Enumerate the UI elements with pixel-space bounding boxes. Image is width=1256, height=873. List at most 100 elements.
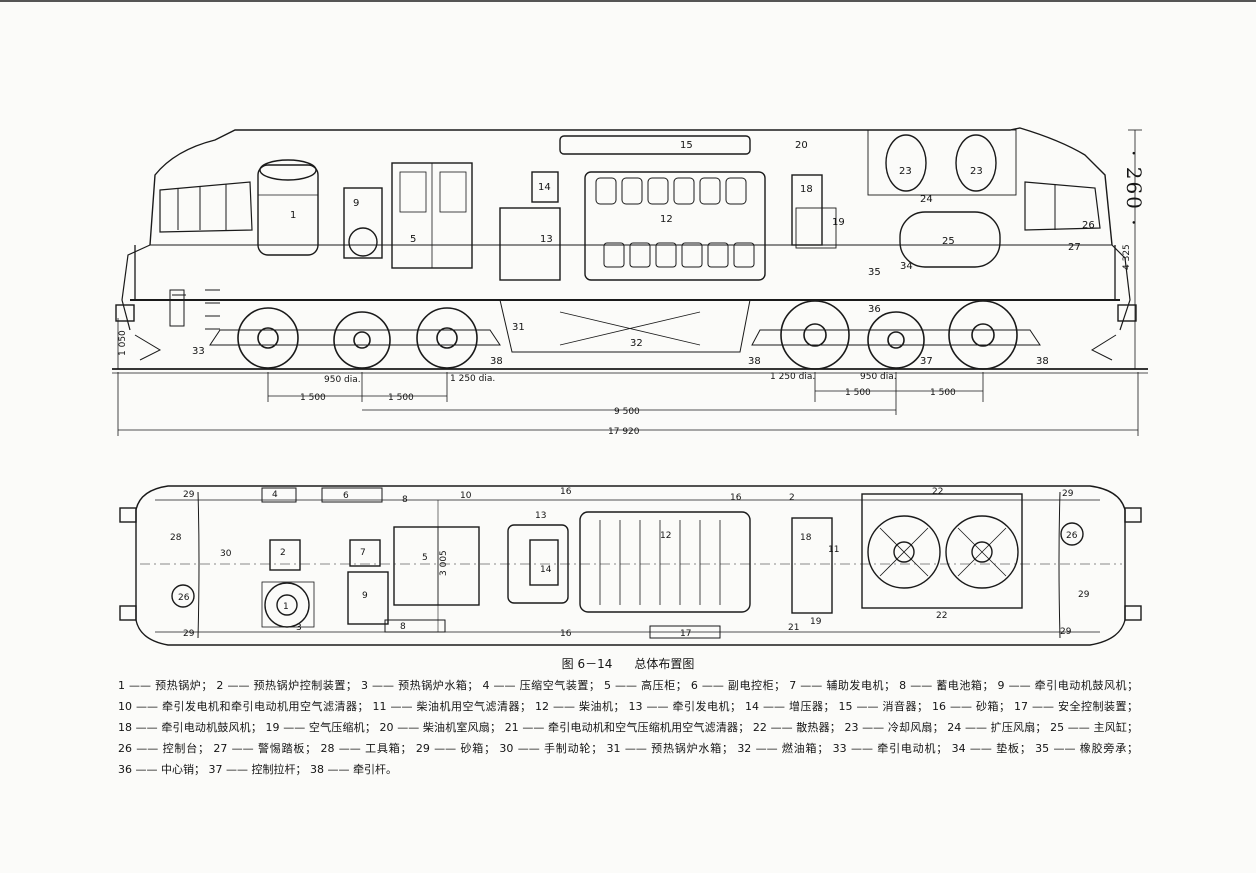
legend-item: 28 —— 工具箱； bbox=[320, 742, 412, 755]
part-callout: 19 bbox=[832, 217, 845, 228]
part-callout: 31 bbox=[512, 322, 525, 333]
part-callout: 16 bbox=[730, 493, 742, 503]
legend-item: 6 —— 副电控柜； bbox=[690, 679, 786, 692]
part-callout: 33 bbox=[192, 346, 205, 357]
locomotive-drawing: 950 dia. 1 250 dia. 1 250 dia. 950 dia. … bbox=[112, 127, 1148, 646]
part-callout: 25 bbox=[942, 236, 955, 247]
part-callout: 29 bbox=[1062, 489, 1074, 499]
legend-item: 35 —— 橡胶旁承； bbox=[1035, 742, 1139, 755]
legend-item: 2 —— 预热锅炉控制装置； bbox=[216, 679, 357, 692]
part-callout: 13 bbox=[535, 511, 546, 521]
part-callout: 5 bbox=[422, 553, 428, 563]
plan-view bbox=[119, 485, 1142, 646]
dimension-label: 1 250 dia. bbox=[770, 372, 815, 382]
dimension-label: 1 250 dia. bbox=[450, 374, 495, 384]
part-callout: 32 bbox=[630, 338, 643, 349]
part-callout: 30 bbox=[220, 549, 232, 559]
dimension-label: 1 500 bbox=[300, 393, 326, 403]
part-callout: 27 bbox=[1068, 242, 1081, 253]
part-callout: 18 bbox=[800, 533, 812, 543]
part-callout: 29 bbox=[183, 629, 195, 639]
part-callout: 26 bbox=[178, 593, 190, 603]
dimension-label: 1 050 bbox=[118, 330, 128, 356]
legend-item: 20 —— 柴油机室风扇； bbox=[379, 721, 501, 734]
part-callout: 38 bbox=[1036, 356, 1049, 367]
part-callout: 38 bbox=[748, 356, 761, 367]
legend-item: 13 —— 牵引发电机； bbox=[628, 700, 742, 713]
legend-item: 36 —— 中心销； bbox=[118, 763, 205, 776]
legend-item: 37 —— 控制拉杆； bbox=[208, 763, 307, 776]
legend-item: 18 —— 牵引电动机鼓风机； bbox=[118, 721, 262, 734]
dimension-label: 950 dia. bbox=[324, 375, 361, 385]
part-callout: 7 bbox=[360, 548, 366, 558]
part-callout: 2 bbox=[280, 548, 286, 558]
legend-item: 12 —— 柴油机； bbox=[535, 700, 625, 713]
part-callout: 9 bbox=[353, 198, 359, 209]
part-callout: 37 bbox=[920, 356, 933, 367]
part-callout: 35 bbox=[868, 267, 881, 278]
legend-item: 27 —— 警惕踏板； bbox=[213, 742, 317, 755]
legend-item: 9 —— 牵引电动机鼓风机； bbox=[997, 679, 1139, 692]
figure-caption: 图 6－14 总体布置图 bbox=[0, 655, 1256, 672]
legend-item: 17 —— 安全控制装置； bbox=[1014, 700, 1138, 713]
part-callout: 12 bbox=[660, 214, 673, 225]
part-callout: 1 bbox=[283, 602, 289, 612]
legend-item: 3 —— 预热锅炉水箱； bbox=[361, 679, 479, 692]
part-callout: 38 bbox=[490, 356, 503, 367]
legend-item: 26 —— 控制台； bbox=[118, 742, 210, 755]
figure-title: 总体布置图 bbox=[634, 657, 695, 671]
part-callout: 6 bbox=[343, 491, 349, 501]
part-callout: 34 bbox=[900, 261, 913, 272]
legend-item: 16 —— 砂箱； bbox=[932, 700, 1010, 713]
legend-item: 23 —— 冷却风扇； bbox=[844, 721, 944, 734]
legend-item: 19 —— 空气压缩机； bbox=[265, 721, 376, 734]
page-top-edge bbox=[0, 0, 1256, 2]
legend-item: 15 —— 消音器； bbox=[838, 700, 929, 713]
dimension-label: 3 005 bbox=[439, 550, 449, 576]
legend-item: 22 —— 散热器； bbox=[752, 721, 841, 734]
part-callout: 26 bbox=[1066, 531, 1078, 541]
part-callout: 14 bbox=[538, 182, 551, 193]
part-callout: 29 bbox=[1078, 590, 1090, 600]
part-callout: 29 bbox=[183, 490, 195, 500]
part-callout: 11 bbox=[828, 545, 839, 555]
plan-view-annotations: 3 005 29 4 6 8 10 16 16 2 22 29 28 30 2 … bbox=[170, 487, 1090, 639]
legend-item: 14 —— 增压器； bbox=[745, 700, 835, 713]
legend-item: 8 —— 蓄电池箱； bbox=[899, 679, 994, 692]
dimension-label: 950 dia. bbox=[860, 372, 897, 382]
part-callout: 12 bbox=[660, 531, 671, 541]
dimension-label: 1 500 bbox=[388, 393, 414, 403]
legend-item: 32 —— 燃油箱； bbox=[737, 742, 829, 755]
part-callout: 36 bbox=[868, 304, 881, 315]
part-callout: 9 bbox=[362, 591, 368, 601]
part-callout: 8 bbox=[402, 495, 408, 505]
dimension-label: 9 500 bbox=[614, 407, 640, 417]
part-callout: 21 bbox=[788, 623, 799, 633]
part-callout: 2 bbox=[789, 493, 795, 503]
legend-item: 29 —— 砂箱； bbox=[415, 742, 496, 755]
dimension-label: 17 920 bbox=[608, 427, 640, 437]
part-callout: 22 bbox=[936, 611, 947, 621]
dimension-label: 1 500 bbox=[930, 388, 956, 398]
legend-item: 33 —— 牵引电动机； bbox=[832, 742, 948, 755]
figure-legend: 1 —— 预热锅炉； 2 —— 预热锅炉控制装置； 3 —— 预热锅炉水箱； 4… bbox=[118, 675, 1138, 780]
part-callout: 26 bbox=[1082, 220, 1095, 231]
legend-item: 24 —— 扩压风扇； bbox=[947, 721, 1047, 734]
part-callout: 20 bbox=[795, 140, 808, 151]
part-callout: 5 bbox=[410, 234, 416, 245]
side-view-annotations: 950 dia. 1 250 dia. 1 250 dia. 950 dia. … bbox=[118, 140, 1132, 437]
dimension-lines bbox=[117, 372, 1139, 436]
legend-item: 38 —— 牵引杆。 bbox=[310, 763, 397, 776]
part-callout: 14 bbox=[540, 565, 552, 575]
legend-item: 1 —— 预热锅炉； bbox=[118, 679, 213, 692]
part-callout: 8 bbox=[400, 622, 406, 632]
legend-item: 4 —— 压缩空气装置； bbox=[482, 679, 600, 692]
part-callout: 16 bbox=[560, 629, 572, 639]
legend-item: 30 —— 手制动轮； bbox=[499, 742, 603, 755]
legend-item: 5 —— 高压柜； bbox=[604, 679, 687, 692]
dimension-label: 4 325 bbox=[1122, 244, 1132, 270]
part-callout: 3 bbox=[296, 623, 302, 633]
part-callout: 23 bbox=[970, 166, 983, 177]
part-callout: 19 bbox=[810, 617, 822, 627]
figure-number: 图 6－14 bbox=[561, 657, 613, 671]
